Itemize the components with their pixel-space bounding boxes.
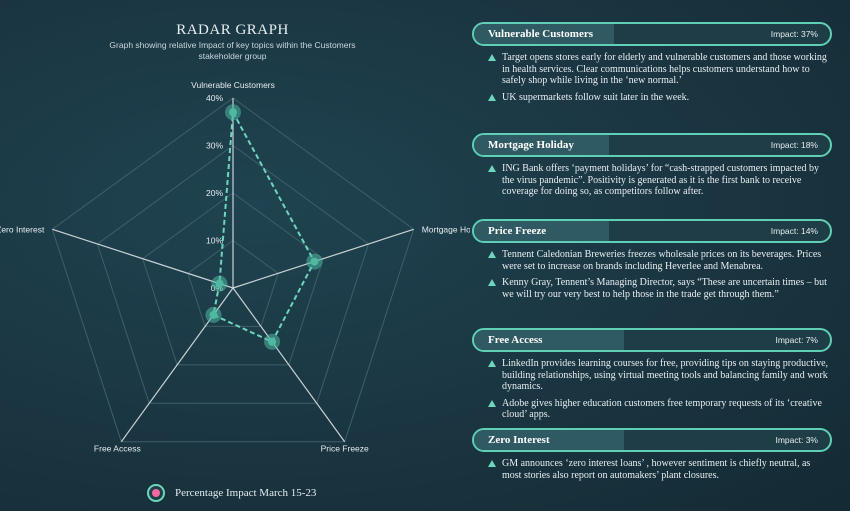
tick-label: 30% [206, 141, 223, 151]
axis-label: Vulnerable Customers [191, 80, 275, 90]
topic-name: Mortgage Holiday [474, 135, 609, 155]
topic-header: Vulnerable Customers Impact: 37% [472, 22, 832, 46]
topic-card-mortgage-holiday: Mortgage Holiday Impact: 18% ING Bank of… [472, 133, 832, 203]
topic-card-vulnerable-customers: Vulnerable Customers Impact: 37% Target … [472, 22, 832, 108]
topic-header: Mortgage Holiday Impact: 18% [472, 133, 832, 157]
topic-card-zero-interest: Zero Interest Impact: 3% GM announces ‘z… [472, 428, 832, 486]
axis-spoke [232, 287, 346, 443]
grid-ring [51, 97, 415, 443]
radar-chart: 0%10%20%30%40%Vulnerable CustomersMortga… [0, 80, 470, 454]
topic-bullets: LinkedIn provides learning courses for f… [472, 358, 832, 421]
grid-ring [96, 144, 370, 404]
bullet-item: Kenny Gray, Tennent’s Managing Director,… [472, 277, 832, 300]
legend-label: Percentage Impact March 15-23 [175, 487, 317, 499]
bullet-item: UK supermarkets follow suit later in the… [472, 92, 832, 104]
topic-impact: Impact: 14% [770, 226, 818, 236]
chart-subtitle: Graph showing relative Impact of key top… [109, 40, 356, 61]
legend-marker-icon [147, 484, 165, 502]
data-point [268, 337, 277, 346]
topic-card-price-freeze: Price Freeze Impact: 14% Tennent Caledon… [472, 219, 832, 305]
tick-label: 10% [206, 236, 223, 246]
axis-label: Zero Interest [0, 224, 45, 234]
topic-name: Free Access [474, 330, 624, 350]
topic-header: Price Freeze Impact: 14% [472, 219, 832, 243]
topic-name: Vulnerable Customers [474, 24, 614, 44]
topic-bullets: ING Bank offers ‘payment holidays’ for “… [472, 163, 832, 198]
tick-label: 20% [206, 188, 223, 198]
topic-card-free-access: Free Access Impact: 7% LinkedIn provides… [472, 328, 832, 426]
legend: Percentage Impact March 15-23 [147, 484, 316, 502]
axis-label: Mortgage Holiday [422, 224, 470, 234]
topic-impact: Impact: 3% [775, 435, 818, 445]
bullet-item: LinkedIn provides learning courses for f… [472, 358, 832, 393]
data-point [310, 257, 319, 266]
tick-label: 40% [206, 93, 223, 103]
series-line [212, 108, 316, 344]
bullet-item: Target opens stores early for elderly an… [472, 52, 832, 87]
axis-label: Price Freeze [321, 444, 369, 454]
data-point [209, 310, 218, 319]
bullet-item: Tennent Caledonian Breweries freezes who… [472, 249, 832, 272]
topic-header: Zero Interest Impact: 3% [472, 428, 832, 452]
topic-impact: Impact: 7% [775, 335, 818, 345]
bullet-item: Adobe gives higher education customers f… [472, 398, 832, 421]
bullet-item: GM announces ‘zero interest loans’ , how… [472, 458, 832, 481]
topic-name: Zero Interest [474, 430, 624, 450]
axis-label: Free Access [94, 444, 141, 454]
data-point [229, 108, 237, 117]
topic-name: Price Freeze [474, 221, 609, 241]
topic-bullets: Target opens stores early for elderly an… [472, 52, 832, 103]
topic-bullets: Tennent Caledonian Breweries freezes who… [472, 249, 832, 300]
grid-ring [142, 192, 324, 366]
topic-header: Free Access Impact: 7% [472, 328, 832, 352]
topic-impact: Impact: 37% [770, 29, 818, 39]
axis-spoke [52, 228, 234, 289]
chart-title: RADAR GRAPH [176, 22, 289, 38]
bullet-item: ING Bank offers ‘payment holidays’ for “… [472, 163, 832, 198]
axis-spoke [232, 228, 414, 289]
topic-bullets: GM announces ‘zero interest loans’ , how… [472, 458, 832, 481]
topic-impact: Impact: 18% [770, 140, 818, 150]
data-point [215, 279, 224, 288]
grid-ring [187, 239, 279, 327]
